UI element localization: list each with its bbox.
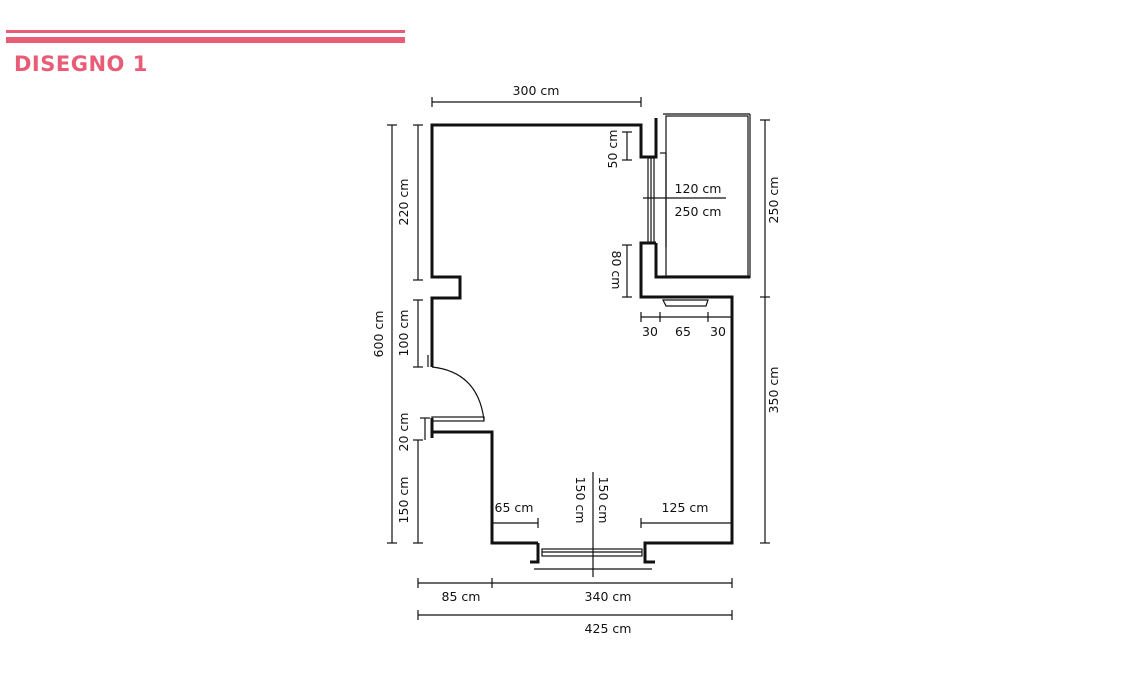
dim-door-jamb: 20 cm xyxy=(396,413,411,452)
dim-french-window-width: 120 cm xyxy=(675,181,722,196)
dim-bottom-window-width: 150 cm xyxy=(573,477,588,524)
dim-total-height: 600 cm xyxy=(371,311,386,358)
balcony xyxy=(665,115,749,277)
bottom-window xyxy=(530,543,652,570)
dim-left-mid: 100 cm xyxy=(396,310,411,357)
dim-right-lower: 350 cm xyxy=(766,367,781,414)
radiator xyxy=(662,299,709,307)
dim-french-window-height: 250 cm xyxy=(675,204,722,219)
dimension-lines xyxy=(387,97,770,620)
dim-window-top-wall: 50 cm xyxy=(605,130,620,169)
french-window xyxy=(647,152,667,247)
balcony-wall xyxy=(654,243,750,279)
dim-left-bottom: 150 cm xyxy=(396,477,411,524)
header-rule-thick xyxy=(6,37,405,43)
dim-bottom-width: 340 cm xyxy=(585,589,632,604)
dim-bottom-window-height: 150 cm xyxy=(596,477,611,524)
dim-top-width: 300 cm xyxy=(513,83,560,98)
dim-bottom-right-wall: 125 cm xyxy=(662,500,709,515)
dim-bottom-offset: 85 cm xyxy=(442,589,481,604)
entrance-door xyxy=(427,355,485,438)
dim-total-width: 425 cm xyxy=(585,621,632,636)
drawing-title: DISEGNO 1 xyxy=(14,52,148,76)
header-rule-thin xyxy=(6,30,405,33)
dim-left-top: 220 cm xyxy=(396,179,411,226)
dim-right-upper: 250 cm xyxy=(766,177,781,224)
dim-bottom-left-wall: 65 cm xyxy=(495,500,534,515)
dim-radiator-width: 65 xyxy=(675,324,691,339)
dim-radiator-left: 30 xyxy=(642,324,658,339)
dim-radiator-right: 30 xyxy=(710,324,726,339)
dim-window-bottom-wall: 80 cm xyxy=(609,251,624,290)
